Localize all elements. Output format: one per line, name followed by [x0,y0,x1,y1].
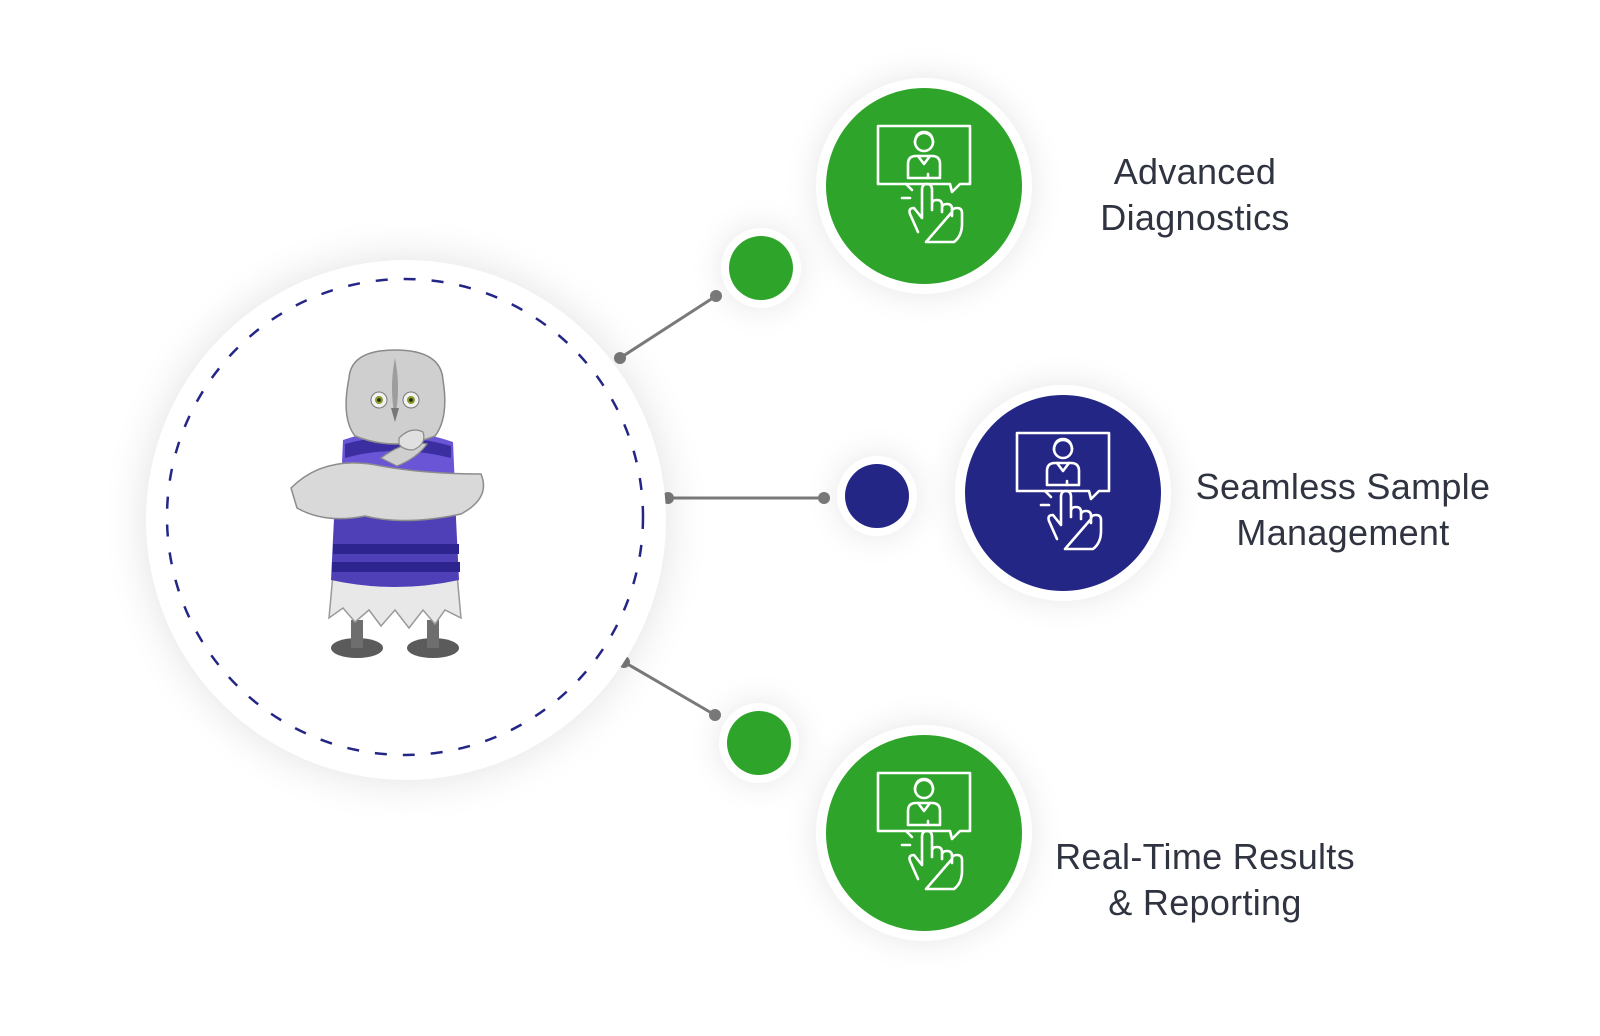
connector-end-middle-end [818,492,830,504]
feature-3-label-line-2: & Reporting [1108,882,1302,923]
feature-1-label: Advanced Diagnostics [1082,149,1308,241]
node-dot-3 [727,711,791,775]
feature-2-label-line-2: Management [1236,512,1450,553]
connector-line-bottom [623,660,716,717]
feature-3-label-line-1: Real-Time Results [1055,836,1355,877]
video-consultation-touch-icon [876,124,972,244]
video-consultation-touch-icon [1015,431,1111,551]
connector-line-top [619,294,717,360]
connector-end-top-end [710,290,722,302]
node-dot-2 [845,464,909,528]
node-dot-1 [729,236,793,300]
dashed-ring [165,277,645,757]
owl-mascot-image [290,349,485,658]
feature-1-label-line-1: Advanced [1113,151,1277,192]
feature-3-icon-circle [826,735,1022,931]
feature-2-icon-circle [965,395,1161,591]
feature-1-label-line-2: Diagnostics [1100,197,1290,238]
connector-end-bottom-end [709,709,721,721]
video-consultation-touch-icon [876,771,972,891]
connector-end-top-start [614,352,626,364]
feature-1-icon-circle [826,88,1022,284]
feature-3-label: Real-Time Results & Reporting [1030,834,1380,926]
feature-2-label: Seamless Sample Management [1184,464,1502,556]
feature-2-label-line-1: Seamless Sample [1195,466,1491,507]
